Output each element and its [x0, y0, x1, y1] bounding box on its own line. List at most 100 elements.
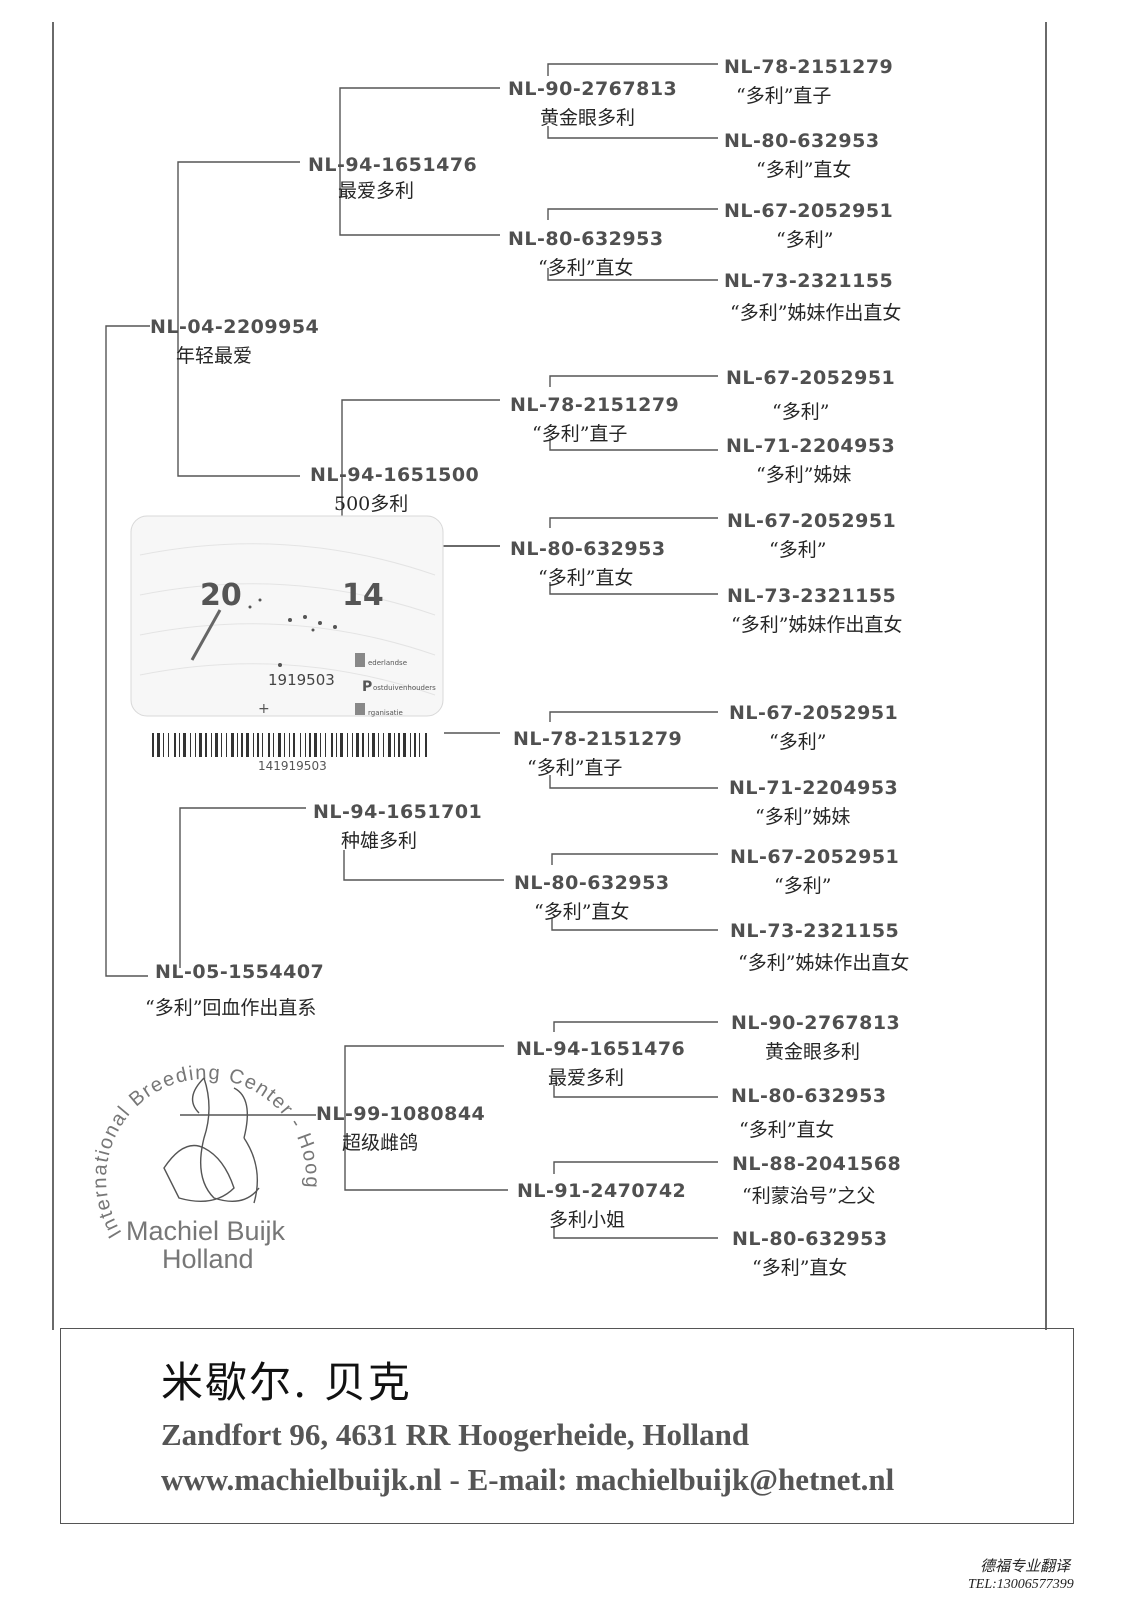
ancestor-bird: NL-91-2470742 多利小姐: [517, 1180, 686, 1232]
bird-name: “多利”直女: [739, 1119, 835, 1141]
bird-ring: NL-80-632953: [724, 130, 880, 152]
ring-card-org-line3: rganisatie: [368, 709, 403, 717]
bird-ring: NL-94-1651701: [313, 801, 483, 823]
svg-text:+: +: [258, 701, 270, 717]
bird-name: 多利小姐: [549, 1209, 626, 1231]
ancestor-bird-gen4: NL-67-2052951 “多利”: [729, 702, 898, 754]
ancestor-bird-gen4: NL-67-2052951 “多利”: [726, 367, 895, 424]
bird-ring: NL-90-2767813: [731, 1012, 901, 1034]
bird-name: 黄金眼多利: [540, 107, 636, 129]
bird-ring: NL-71-2204953: [726, 435, 896, 457]
ancestor-bird: NL-78-2151279 “多利”直子: [513, 728, 682, 780]
dam-name: “多利”回血作出直系: [145, 997, 317, 1019]
bird-ring: NL-67-2052951: [726, 367, 896, 389]
bird-ring: NL-88-2041568: [732, 1153, 902, 1175]
bird-ring: NL-73-2321155: [730, 920, 900, 942]
bird-name: “多利”直子: [736, 85, 832, 107]
svg-text:International Breeding Center: International Breeding Center - Hoogerhe…: [84, 1018, 323, 1242]
ancestor-bird-gen4: NL-67-2052951 “多利”: [730, 846, 899, 898]
bird-name: 500多利: [334, 493, 409, 515]
subject-bird: NL-04-2209954 年轻最爱: [150, 316, 319, 368]
bird-ring: NL-80-632953: [731, 1085, 887, 1107]
grandparent-bird: NL-94-1651701 种雄多利: [313, 801, 482, 853]
bird-ring: NL-67-2052951: [727, 510, 897, 532]
bird-name: “多利”姊妹: [755, 806, 851, 828]
bird-ring: NL-94-1651476: [516, 1038, 686, 1060]
ancestor-bird-gen4: NL-80-632953 “多利”直女: [724, 130, 880, 182]
ancestor-bird-gen4: NL-73-2321155 “多利”姊妹作出直女: [724, 270, 901, 325]
subject-ring: NL-04-2209954: [150, 316, 320, 338]
bird-ring: NL-80-632953: [732, 1228, 888, 1250]
ancestor-bird-gen4: NL-88-2041568 “利蒙治号”之父: [732, 1153, 901, 1208]
seal-name-line1: Machiel Buijk: [126, 1216, 286, 1246]
bird-ring: NL-73-2321155: [727, 585, 897, 607]
ancestor-bird-gen4: NL-71-2204953 “多利”姊妹: [726, 435, 895, 487]
bird-ring: NL-67-2052951: [730, 846, 900, 868]
ancestor-bird-gen4: NL-67-2052951 “多利”: [727, 510, 896, 562]
bird-ring: NL-78-2151279: [510, 394, 680, 416]
ancestor-bird-gen4: NL-80-632953 “多利”直女: [731, 1085, 887, 1142]
bird-name: 黄金眼多利: [765, 1041, 861, 1063]
dam-bird: NL-05-1554407 “多利”回血作出直系: [145, 961, 325, 1020]
bird-ring: NL-94-1651500: [310, 464, 480, 486]
bird-name: “多利”姊妹作出直女: [731, 614, 903, 636]
bird-name: “多利”直女: [538, 567, 634, 589]
ancestor-bird: NL-80-632953 “多利”直女: [510, 538, 666, 590]
bird-name: “多利”: [776, 229, 834, 251]
bird-ring: NL-80-632953: [514, 872, 670, 894]
bird-ring: NL-91-2470742: [517, 1180, 687, 1202]
sire-ring: NL-94-1651476: [308, 154, 478, 176]
ancestor-bird-gen4: NL-71-2204953 “多利”姊妹: [729, 777, 898, 829]
bird-ring: NL-99-1080844: [316, 1103, 486, 1125]
bird-name: “多利”姊妹: [756, 464, 852, 486]
svg-text:P: P: [362, 679, 372, 695]
ancestor-bird: NL-80-632953 “多利”直女: [508, 228, 664, 280]
bird-ring: NL-71-2204953: [729, 777, 899, 799]
bird-ring: NL-78-2151279: [724, 56, 894, 78]
ancestor-bird: NL-78-2151279 “多利”直子: [510, 394, 679, 446]
ring-card-image: 20 14 1919503 ederlandse P ostduivenhoud…: [130, 515, 444, 773]
ring-card-org-line1: ederlandse: [368, 659, 407, 667]
bird-ring: NL-67-2052951: [729, 702, 899, 724]
bird-ring: NL-73-2321155: [724, 270, 894, 292]
ancestor-bird-gen4: NL-90-2767813 黄金眼多利: [731, 1012, 900, 1064]
bird-name: “多利”直女: [752, 1257, 848, 1279]
grandparent-bird: NL-94-1651500 500多利: [310, 464, 479, 516]
bird-name: “多利”直子: [532, 423, 628, 445]
translator-phone: TEL:13006577399: [968, 1577, 1074, 1592]
ring-card-number: 1919503: [268, 671, 335, 689]
bird-name: “多利”: [774, 875, 832, 897]
bird-name: “利蒙治号”之父: [742, 1185, 876, 1207]
bird-ring: NL-80-632953: [508, 228, 664, 250]
bird-ring: NL-80-632953: [510, 538, 666, 560]
ring-card-org-line2: ostduivenhouders: [373, 684, 436, 692]
ancestor-bird-gen4: NL-78-2151279 “多利”直子: [724, 56, 893, 108]
ancestor-bird-gen4: NL-67-2052951 “多利”: [724, 200, 893, 252]
seal-name-line2: Holland: [162, 1244, 254, 1274]
bird-name: “多利”直女: [756, 159, 852, 181]
seal-arc-text: International Breeding Center - Hoogerhe…: [84, 1018, 322, 1242]
ancestor-bird: NL-94-1651476 最爱多利: [516, 1038, 685, 1090]
frame-right-line: [1045, 22, 1047, 1330]
bird-ring: NL-78-2151279: [513, 728, 683, 750]
breeder-seal: International Breeding Center - Hoogerhe…: [84, 1018, 323, 1274]
bird-name: “多利”直女: [538, 257, 634, 279]
bird-name: “多利”: [769, 539, 827, 561]
ring-card-year-left: 20: [200, 578, 242, 613]
breeder-address: Zandfort 96, 4631 RR Hoogerheide, Hollan…: [161, 1417, 750, 1452]
bird-name: “多利”直子: [527, 757, 623, 779]
ring-card-barcode-number: 141919503: [258, 759, 327, 773]
bird-name: 种雄多利: [341, 830, 418, 852]
bird-name: 超级雌鸽: [342, 1132, 419, 1154]
dam-ring: NL-05-1554407: [155, 961, 325, 983]
ancestor-bird-gen4: NL-80-632953 “多利”直女: [732, 1228, 888, 1280]
bird-name: “多利”: [769, 731, 827, 753]
translator-brand: 德福专业翻译: [980, 1557, 1071, 1575]
ancestor-bird: NL-80-632953 “多利”直女: [514, 872, 670, 924]
ancestor-bird-gen4: NL-73-2321155 “多利”姊妹作出直女: [730, 920, 909, 975]
ring-card-year-right: 14: [342, 578, 384, 613]
grandparent-bird: NL-99-1080844 超级雌鸽: [316, 1103, 485, 1155]
barcode: [152, 733, 427, 757]
